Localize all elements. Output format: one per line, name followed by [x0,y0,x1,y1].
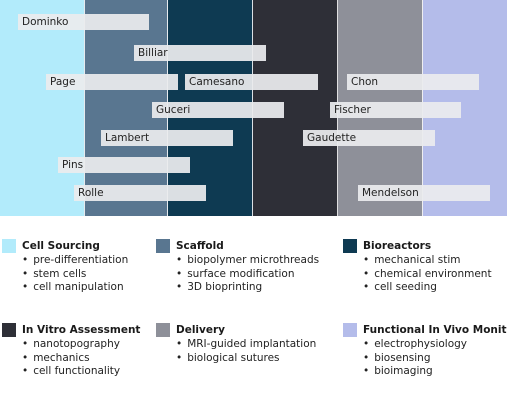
legend-swatch [2,239,16,253]
researcher-bar-pins: Pins [58,157,190,173]
researcher-bar-guceri: Guceri [152,102,284,118]
researcher-bar-rolle: Rolle [74,185,206,201]
legend-bioreactors: Bioreactors mechanical stim chemical env… [343,238,507,295]
column-cell-sourcing [0,0,84,216]
legend-item: pre-differentiation [22,254,172,268]
legend-item: cell functionality [22,365,172,379]
legend-title: Functional In Vivo Monitor [363,324,507,336]
legend-delivery: Delivery MRI-guided implantation biologi… [156,322,326,365]
legend-item: biosensing [363,352,507,366]
researcher-bar-dominko: Dominko [18,14,149,30]
legend-list: electrophysiology biosensing bioimaging [343,338,507,379]
legend-item: mechanical stim [363,254,507,268]
legend-title: Bioreactors [363,240,432,252]
legend-swatch [156,239,170,253]
legend-item: nanotopography [22,338,172,352]
legend-item: MRI-guided implantation [176,338,326,352]
legend-list: biopolymer microthreads surface modifica… [156,254,326,295]
column-divider [84,0,85,216]
researcher-bar-mendelson: Mendelson [358,185,490,201]
legend-item: cell seeding [363,281,507,295]
legend-swatch [343,323,357,337]
legend-item: biopolymer microthreads [176,254,326,268]
legend-cell-sourcing: Cell Sourcing pre-differentiation stem c… [2,238,172,295]
legend-item: bioimaging [363,365,507,379]
researcher-bar-camesano: Camesano [185,74,318,90]
legend-item: chemical environment [363,268,507,282]
research-area-diagram: Dominko Billiar Page Camesano Chon Gucer… [0,0,507,216]
legend-item: surface modification [176,268,326,282]
legend-title: Scaffold [176,240,224,252]
legend-swatch [156,323,170,337]
researcher-bar-fischer: Fischer [330,102,461,118]
legend-item: mechanics [22,352,172,366]
legend-in-vitro-assessment: In Vitro Assessment nanotopography mecha… [2,322,172,379]
researcher-bar-chon: Chon [347,74,479,90]
legend-item: biological sutures [176,352,326,366]
legend-swatch [2,323,16,337]
legend-item: stem cells [22,268,172,282]
legend-title: In Vitro Assessment [22,324,141,336]
legend-list: mechanical stim chemical environment cel… [343,254,507,295]
researcher-bar-lambert: Lambert [101,130,233,146]
legend-scaffold: Scaffold biopolymer microthreads surface… [156,238,326,295]
legend-item: electrophysiology [363,338,507,352]
legend-functional-in-vivo-monitor: Functional In Vivo Monitor electrophysio… [343,322,507,379]
legend-list: MRI-guided implantation biological sutur… [156,338,326,365]
researcher-bar-page: Page [46,74,178,90]
legend-title: Cell Sourcing [22,240,100,252]
researcher-bar-gaudette: Gaudette [303,130,435,146]
legend-list: pre-differentiation stem cells cell mani… [2,254,172,295]
legend-item: cell manipulation [22,281,172,295]
legend-item: 3D bioprinting [176,281,326,295]
legend-list: nanotopography mechanics cell functional… [2,338,172,379]
researcher-bar-billiar: Billiar [134,45,266,61]
legend-swatch [343,239,357,253]
legend-title: Delivery [176,324,226,336]
